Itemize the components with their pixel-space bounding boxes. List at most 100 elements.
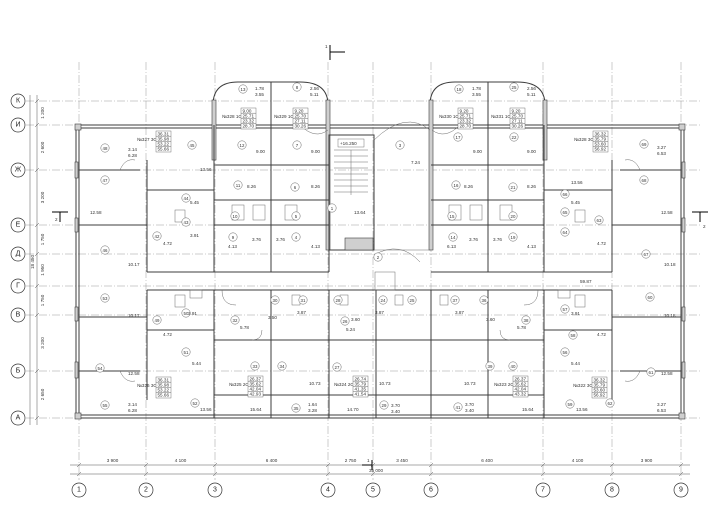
room-number-circle [560, 189, 570, 199]
room-number-circle [646, 367, 656, 377]
room-area: 13.64 [354, 210, 366, 215]
axis-label-row: Б [16, 368, 21, 375]
dimension-left: 3 200 [40, 337, 45, 349]
room-number-circle [639, 175, 649, 185]
apartment-area-value: 35.79 [595, 137, 607, 142]
room-area: 5.78 [517, 325, 526, 330]
room-area: 15.64 [522, 407, 534, 412]
axis-label-row: Ж [15, 167, 22, 174]
room-number: 40 [508, 361, 518, 371]
dimension-bottom: 3 900 [641, 458, 653, 463]
room-number: 66 [560, 189, 570, 199]
room-number-circle [508, 232, 518, 242]
room-number-label: 64 [563, 230, 568, 235]
room-number-circle [181, 308, 191, 318]
room-number-circle [509, 82, 519, 92]
axis-bubble-column [673, 482, 689, 498]
apartment-area-value: 25.70 [295, 114, 307, 119]
room-area: 8.26 [311, 184, 320, 189]
axis-bubble-row [10, 363, 26, 379]
axis-label-column: 7 [541, 487, 545, 494]
room-number-label: 68 [642, 178, 647, 183]
room-number-circle [594, 215, 604, 225]
apartment-area-value: 42.04 [515, 387, 527, 392]
apartment-number: №323 2С4 [494, 382, 517, 387]
room-number: 64 [560, 227, 570, 237]
room-number-label: 57 [563, 307, 568, 312]
room-number-label: 49 [155, 318, 160, 323]
dimension-left: 1 200 [40, 107, 45, 119]
apartment-area-value: 36.32 [595, 132, 607, 137]
room-number: 43 [181, 217, 191, 227]
room-number-label: 67 [644, 252, 649, 257]
room-number-label: 40 [511, 364, 516, 369]
dimension-bottom: 6 400 [481, 458, 493, 463]
room-number-label: 63 [597, 218, 602, 223]
apartment-area-value: 30.26 [512, 124, 524, 129]
room-number-label: 9 [232, 235, 235, 240]
axis-label-column: 1 [77, 487, 81, 494]
room-number-circle [479, 295, 489, 305]
room-number: 9 [228, 232, 238, 242]
apartment-area-value: 9.20 [295, 109, 304, 114]
room-area: 5.78 [240, 325, 249, 330]
room-number-circle [292, 140, 302, 150]
room-number-circle [100, 175, 110, 185]
apartment-area-value: 9.00 [243, 109, 252, 114]
room-number-circle [560, 207, 570, 217]
room-number-circle [292, 82, 302, 92]
room-area: 5.44 [192, 361, 201, 366]
room-number-label: 22 [512, 135, 517, 140]
room-number: 1 [327, 203, 337, 213]
axis-bubble-row [10, 217, 26, 233]
dimension-left: 1 950 [40, 264, 45, 276]
room-area: 3.27 [657, 402, 666, 407]
room-area: 14.70 [347, 407, 359, 412]
room-number: 26 [340, 316, 350, 326]
room-area: 3.87 [297, 310, 306, 315]
room-number-circle [298, 295, 308, 305]
room-number-label: 26 [343, 319, 348, 324]
room-number-circle [407, 295, 417, 305]
apartment-area-value: 36.31 [158, 378, 170, 383]
room-area: 3.76 [276, 237, 285, 242]
axis-bubble-row [10, 93, 26, 109]
room-number-circle [181, 193, 191, 203]
room-number: 18 [454, 84, 464, 94]
room-number-circle [237, 140, 247, 150]
room-area: 9.00 [473, 149, 482, 154]
room-area: 3.55 [472, 92, 481, 97]
room-area: 6.28 [128, 408, 137, 413]
room-number-circle [190, 398, 200, 408]
room-area: 13.56 [200, 407, 212, 412]
axis-bubble-column [423, 482, 439, 498]
room-number-circle [100, 400, 110, 410]
room-number-label: 13 [241, 87, 246, 92]
axis-bubble-column [604, 482, 620, 498]
apartment-area-value: 23.32 [243, 119, 255, 124]
room-area: 3.28 [308, 408, 317, 413]
room-area: 10.18 [664, 313, 676, 318]
room-number-circle [605, 398, 615, 408]
apartment-area-value: 35.79 [594, 383, 606, 388]
room-number: 14 [448, 232, 458, 242]
room-number: 25 [509, 82, 519, 92]
room-number: 34 [277, 361, 287, 371]
room-number: 56 [560, 347, 570, 357]
room-number: 35 [291, 403, 301, 413]
room-number-label: 41 [456, 405, 461, 410]
room-number: 25 [407, 295, 417, 305]
room-number-circle [379, 400, 389, 410]
room-area: 4.72 [597, 332, 606, 337]
apartment-number: №324 2С4 [334, 382, 357, 387]
room-area: 12.58 [128, 371, 140, 376]
room-area: 5.45 [571, 200, 580, 205]
room-area: 3.87 [455, 310, 464, 315]
room-number-label: 42 [155, 234, 160, 239]
room-number-circle [228, 232, 238, 242]
dimension-left: 2 600 [40, 141, 45, 153]
